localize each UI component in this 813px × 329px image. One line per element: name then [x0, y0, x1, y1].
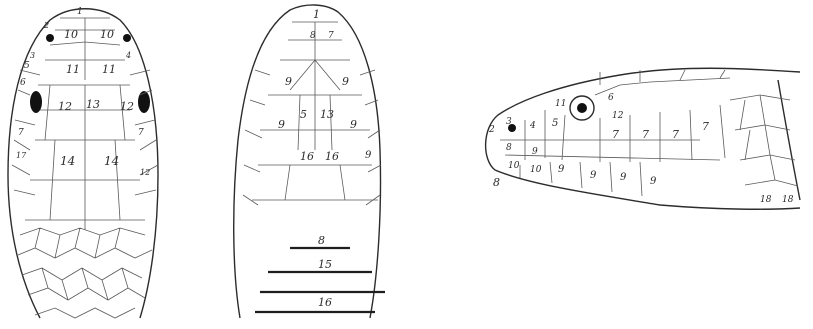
dorsal-label: 13 [86, 98, 100, 111]
ventral-label: 16 [325, 150, 339, 163]
dorsal-label: 7 [138, 128, 144, 138]
lateral-label: 12 [612, 111, 624, 121]
ventral-label: 13 [320, 108, 334, 121]
ventral-label: 9 [350, 118, 357, 131]
lateral-label: 8 [506, 143, 512, 153]
lateral-label: 4 [529, 121, 536, 131]
right-nostril-icon [123, 34, 131, 42]
dorsal-label: 17 [16, 151, 27, 160]
dorsal-label: 12 [58, 100, 72, 113]
dorsal-label: 6 [20, 78, 26, 88]
lateral-label: 3 [506, 117, 512, 127]
ventral-scale-lines [252, 22, 378, 200]
lateral-label: 11 [555, 99, 566, 109]
lateral-label: 9 [590, 170, 597, 181]
dorsal-scale-lines [25, 18, 145, 230]
lateral-label: 7 [642, 128, 649, 141]
ventral-label: 9 [285, 75, 292, 88]
dorsal-label: 11 [66, 63, 80, 76]
lateral-neck-scales [730, 95, 798, 186]
ventral-label: 9 [365, 150, 372, 161]
dorsal-label: 3 [30, 51, 35, 60]
ventral-label: 9 [278, 118, 285, 131]
lateral-eye-icon [577, 103, 587, 113]
lateral-label: 8 [493, 176, 500, 189]
dorsal-label: 10 [100, 28, 114, 41]
dorsal-body-scales [18, 228, 152, 318]
ventral-label: 1 [313, 8, 320, 21]
dorsal-label: 4 [125, 51, 131, 60]
lateral-label: 10 [508, 161, 520, 171]
dorsal-head-view: 1 10 10 11 11 12 13 12 14 14 5 6 7 7 2 3… [8, 7, 158, 318]
lateral-label: 7 [672, 128, 679, 141]
ventral-head-view: 1 8 7 9 5 13 9 9 16 16 9 9 8 15 16 [234, 5, 385, 318]
ventral-label: 8 [310, 31, 316, 41]
lateral-label: 9 [650, 176, 657, 187]
ventral-label: 8 [318, 234, 325, 247]
lateral-label: 9 [558, 164, 565, 175]
ventral-label: 7 [328, 31, 334, 41]
lateral-head-view: 2 3 4 5 11 6 12 7 7 7 7 8 9 9 9 9 9 10 1… [486, 68, 800, 209]
ventral-label: 16 [300, 150, 314, 163]
lateral-label: 2 [488, 125, 495, 135]
lateral-label: 6 [608, 93, 614, 103]
lateral-label: 5 [552, 118, 558, 129]
lateral-label: 18 [760, 195, 772, 205]
dorsal-label: 7 [18, 128, 24, 138]
dorsal-label: 5 [24, 61, 30, 71]
dorsal-label: 14 [104, 154, 119, 168]
ventral-lateral-scales [243, 70, 381, 205]
lateral-label: 9 [620, 172, 627, 183]
lateral-label: 7 [612, 128, 619, 141]
dorsal-label: 12 [140, 168, 150, 177]
dorsal-label: 10 [64, 28, 78, 41]
lateral-label: 7 [702, 120, 709, 133]
lateral-label: 10 [530, 165, 542, 175]
right-eye-icon [138, 91, 150, 113]
ventral-label: 16 [318, 296, 332, 309]
ventral-label: 9 [342, 75, 349, 88]
dorsal-label: 2 [43, 21, 49, 30]
ventral-label: 15 [318, 258, 332, 271]
left-eye-icon [30, 91, 42, 113]
dorsal-label: 1 [77, 7, 83, 17]
lateral-label: 18 [782, 195, 794, 205]
left-nostril-icon [46, 34, 54, 42]
dorsal-label: 12 [120, 100, 134, 113]
lateral-label: 9 [532, 147, 538, 157]
ventral-label: 5 [300, 108, 307, 121]
dorsal-label: 11 [102, 63, 116, 76]
dorsal-label: 14 [60, 154, 75, 168]
